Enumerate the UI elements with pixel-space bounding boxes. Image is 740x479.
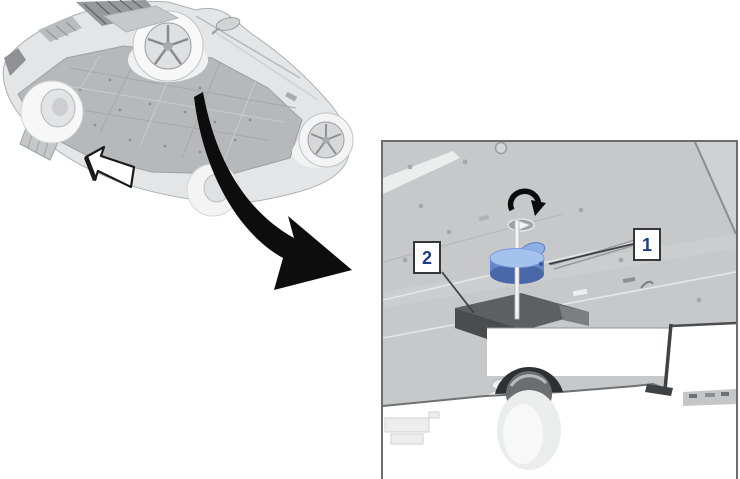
callout-1-label: 1 bbox=[633, 228, 661, 261]
windshield bbox=[102, 5, 180, 33]
front-right-wheel bbox=[292, 112, 354, 168]
detail-view-inset: 1 2 bbox=[381, 140, 738, 479]
rear-right-wheel bbox=[128, 10, 208, 82]
underbody-detail-illustration bbox=[383, 142, 736, 479]
underbody-components-right bbox=[683, 389, 736, 406]
masked-area-1 bbox=[487, 327, 672, 376]
underbody-components-left bbox=[384, 411, 440, 445]
direction-arrow-icon bbox=[83, 145, 136, 189]
rear-left-wheel bbox=[20, 80, 84, 144]
leader-line-1 bbox=[548, 243, 634, 265]
callout-2-label: 2 bbox=[413, 241, 441, 274]
masked-area-2 bbox=[645, 323, 673, 396]
background-below-panel bbox=[383, 323, 736, 479]
support-puck-highlight bbox=[489, 242, 546, 320]
rotate-clockwise-icon bbox=[507, 188, 546, 216]
vehicle-underside-illustration bbox=[2, 0, 354, 290]
side-mirror bbox=[211, 16, 241, 35]
detail-view-arrow-icon bbox=[194, 92, 352, 290]
floor-pan bbox=[17, 45, 303, 175]
front-wheel-detail bbox=[495, 367, 563, 470]
leader-line-2 bbox=[441, 271, 475, 314]
